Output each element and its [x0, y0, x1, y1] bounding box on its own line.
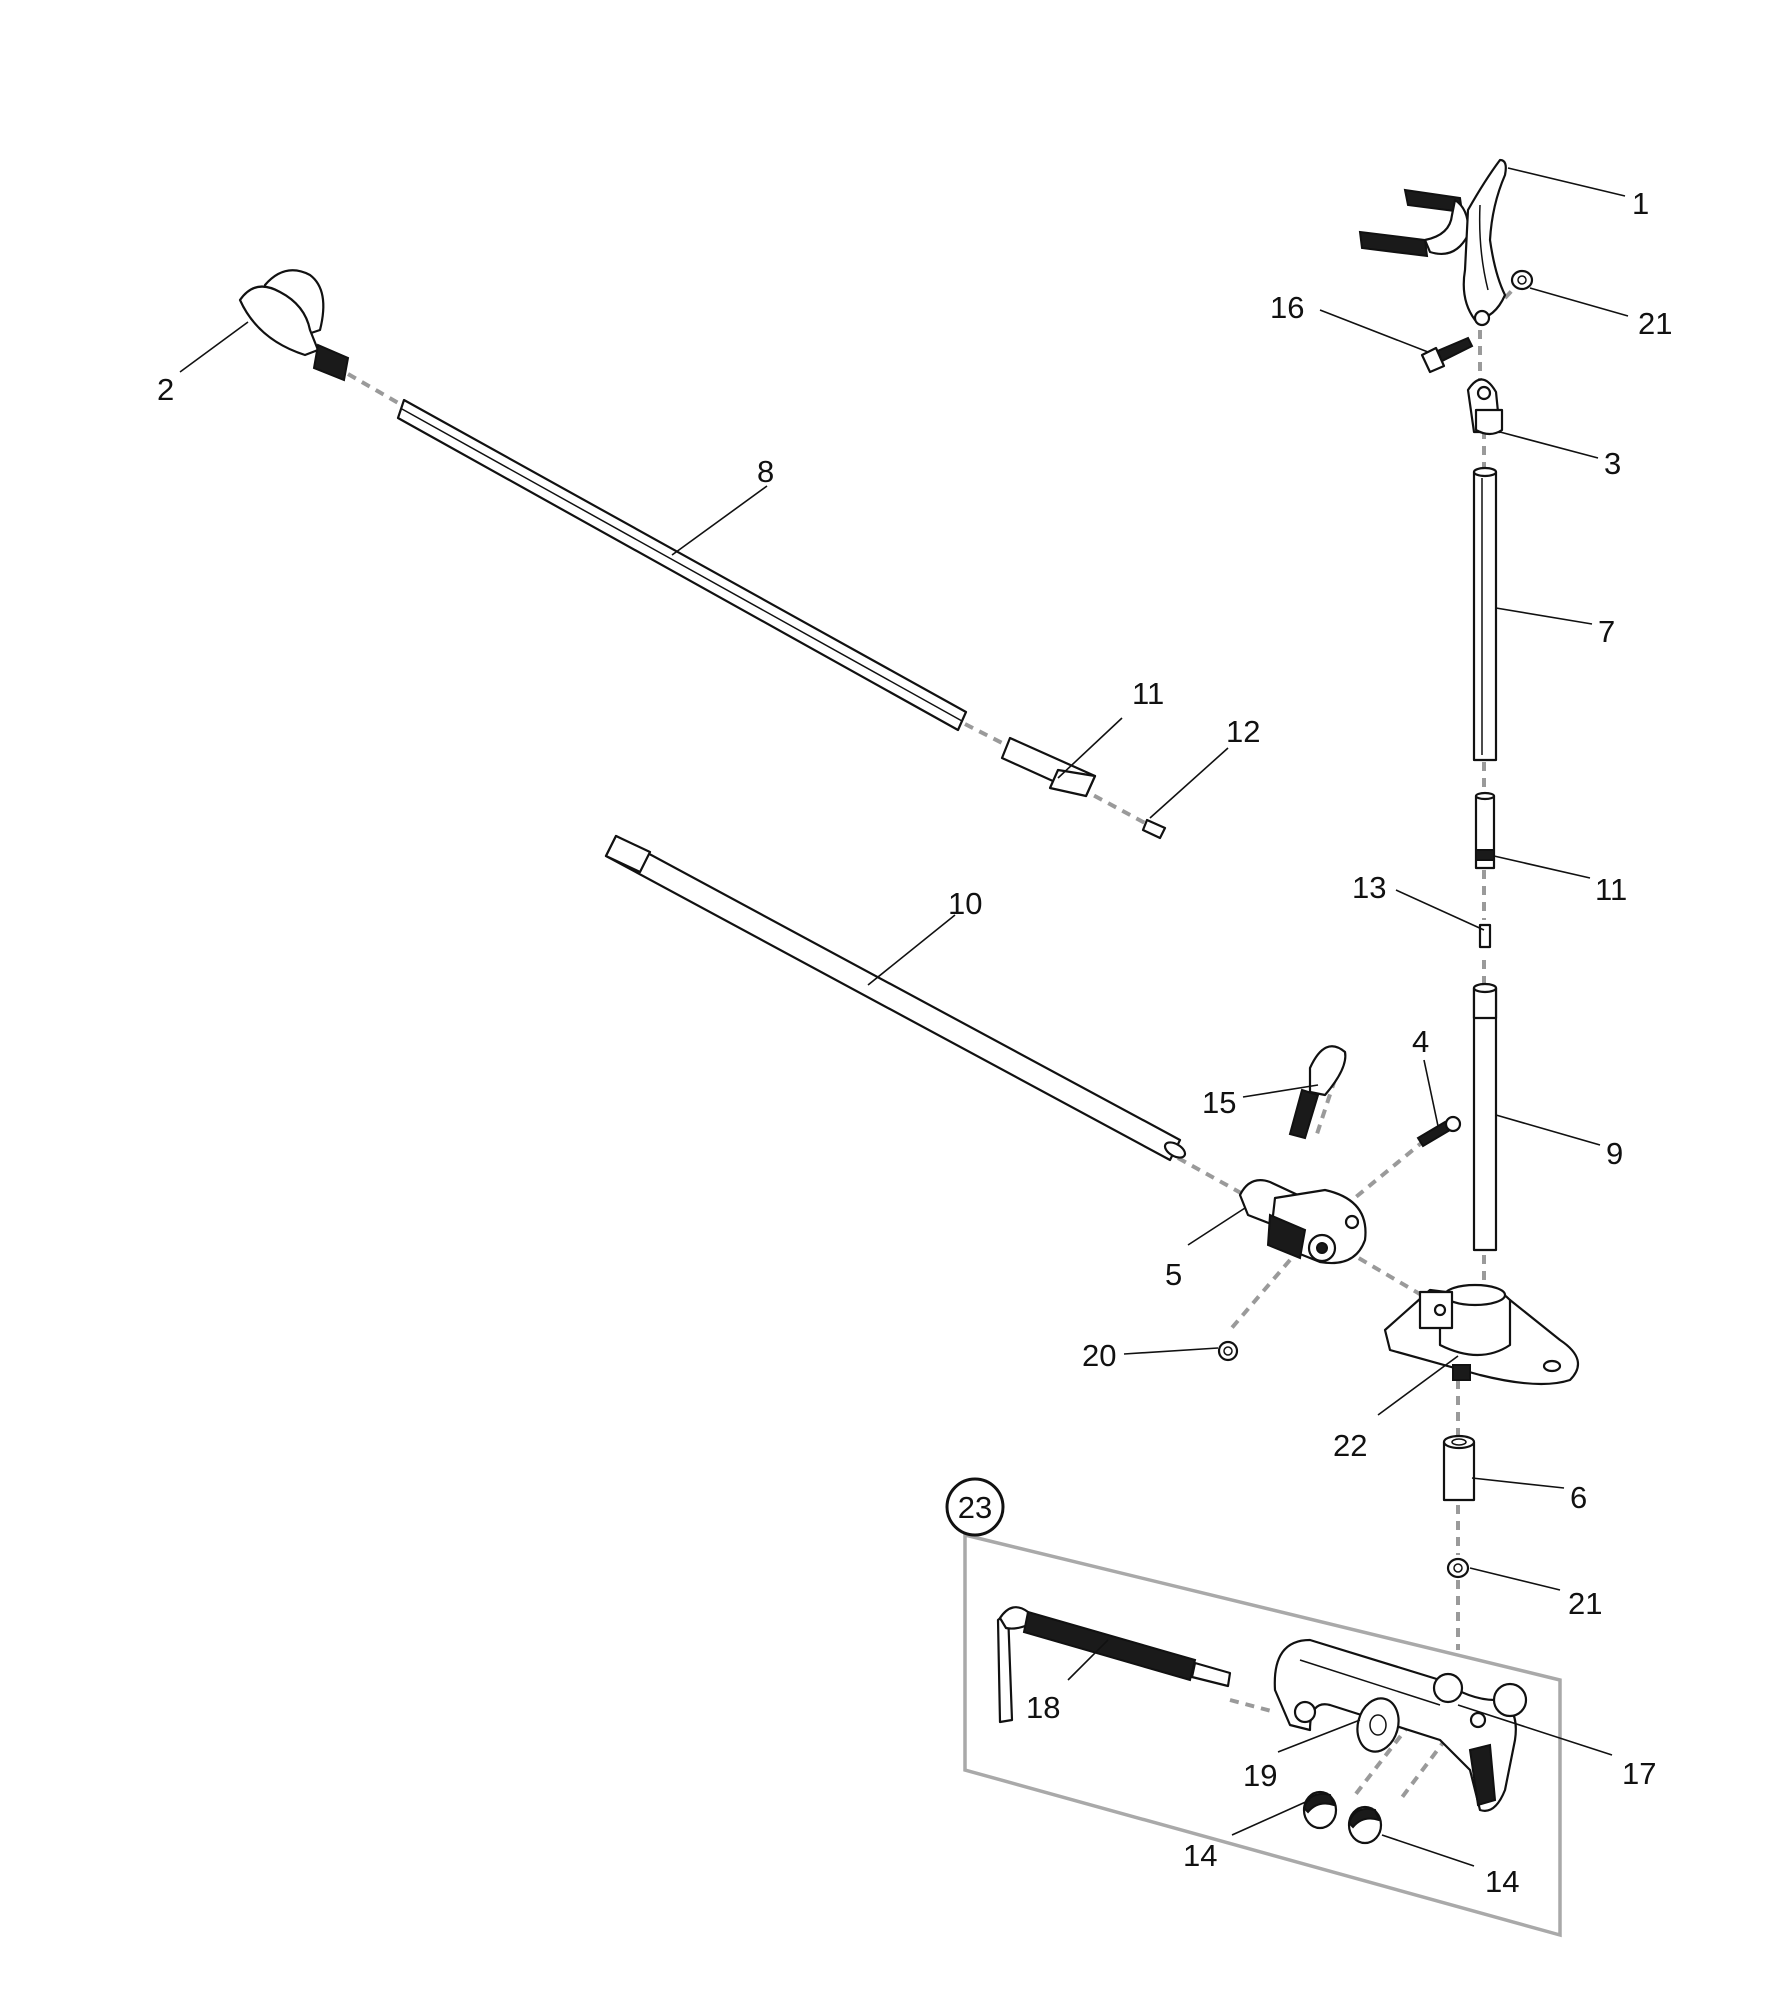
callout-9: 9: [1606, 1136, 1623, 1171]
part-7-shaft: [1472, 466, 1498, 762]
leader-lines: [179, 167, 1629, 1867]
callout-5: 5: [1165, 1257, 1182, 1292]
part-21-nut-top: [1510, 269, 1534, 291]
callout-1: 1: [1632, 186, 1649, 221]
callout-21-bottom: 21: [1568, 1586, 1602, 1621]
kit-23-outline: [963, 1532, 1562, 1938]
kit-23-marker: 23: [945, 1477, 1005, 1537]
callout-16: 16: [1270, 290, 1304, 325]
part-18-lead-screw: [996, 1606, 1232, 1724]
circled-number-icon: [945, 1477, 1005, 1537]
callout-4: 4: [1412, 1024, 1429, 1059]
callout-labels: 1 2 16 21 3 8 7 11 12 11 13 10 15 4 9 5 …: [157, 186, 1672, 1899]
callout-8: 8: [757, 454, 774, 489]
callout-13: 13: [1352, 870, 1386, 905]
callout-6: 6: [1570, 1480, 1587, 1515]
callout-19: 19: [1243, 1758, 1277, 1793]
callout-14-right: 14: [1485, 1864, 1519, 1899]
part-9-lower-shaft: [1472, 982, 1498, 1252]
part-21-nut-bottom: [1446, 1557, 1470, 1579]
part-6-bushing: [1442, 1434, 1476, 1502]
callout-2: 2: [157, 372, 174, 407]
part-14-cap-left: [1302, 1790, 1338, 1830]
part-2-handle-knob: [238, 269, 350, 382]
callout-10: 10: [948, 886, 982, 921]
part-4-screw: [1416, 1115, 1462, 1148]
callout-22: 22: [1333, 1428, 1367, 1463]
callout-15: 15: [1202, 1085, 1236, 1120]
callout-21-top: 21: [1638, 306, 1672, 341]
part-8-long-rod: [396, 398, 968, 732]
callout-3: 3: [1604, 446, 1621, 481]
part-17-clamp-body: [1273, 1638, 1528, 1812]
part-16-screw: [1420, 336, 1474, 374]
callout-20: 20: [1082, 1338, 1116, 1373]
part-11-sleeve-horizontal: [1000, 736, 1097, 798]
callout-17: 17: [1622, 1756, 1656, 1791]
part-20-nut: [1217, 1340, 1239, 1362]
part-3-connector: [1466, 378, 1504, 436]
callout-23: 23: [958, 1490, 992, 1525]
part-1-clamp-lever: [1358, 158, 1507, 327]
callout-7: 7: [1598, 614, 1615, 649]
part-14-cap-right: [1347, 1805, 1383, 1845]
part-13-pin: [1478, 923, 1492, 949]
callout-11-right: 11: [1595, 872, 1627, 907]
callout-14-left: 14: [1183, 1838, 1217, 1873]
callout-18: 18: [1026, 1690, 1060, 1725]
part-10-rod: [604, 834, 1187, 1162]
part-11-sleeve-vertical: [1474, 791, 1496, 870]
part-12-pin: [1141, 818, 1167, 840]
part-15-bolt: [1288, 1045, 1347, 1140]
part-5-coupling: [1238, 1179, 1367, 1265]
callout-12: 12: [1226, 714, 1260, 749]
part-22-base-bracket: [1383, 1283, 1580, 1386]
assembly-lines: [347, 280, 1522, 1802]
callout-11-left: 11: [1132, 676, 1164, 711]
